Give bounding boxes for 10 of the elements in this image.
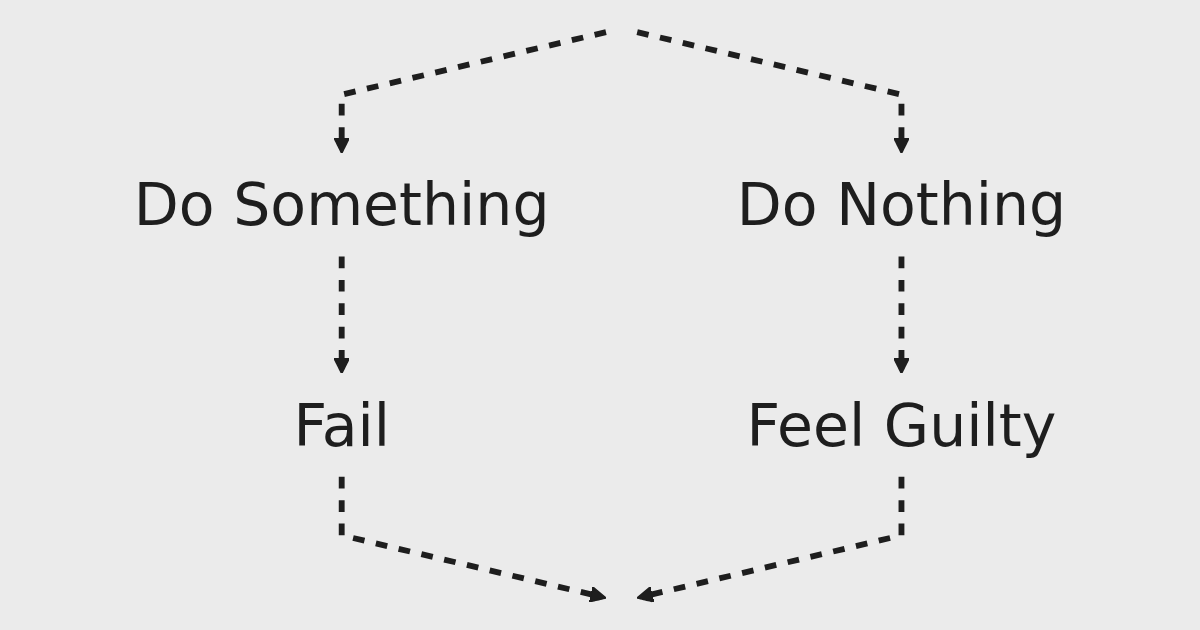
arrow xyxy=(636,476,905,603)
node-text: Do Something xyxy=(133,170,550,239)
arrow xyxy=(892,256,911,375)
arrow xyxy=(333,256,351,375)
arrow xyxy=(338,476,607,603)
arrow xyxy=(636,29,911,154)
node-text: Do Nothing xyxy=(736,170,1067,239)
node-text: Feel Guilty xyxy=(746,391,1057,460)
arrow xyxy=(333,29,607,154)
node-text: Fail xyxy=(293,391,391,460)
